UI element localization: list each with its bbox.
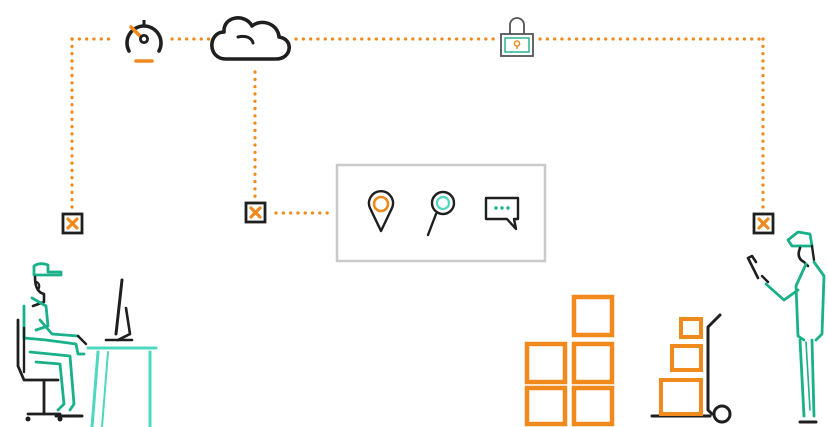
x-node-right	[752, 212, 775, 235]
x-node-left	[61, 212, 84, 235]
speedometer-icon	[125, 20, 163, 63]
cloud-icon	[210, 16, 291, 61]
box	[659, 378, 703, 416]
box	[679, 317, 703, 339]
location-pin-icon	[367, 190, 395, 233]
box	[524, 341, 568, 385]
x-node-center	[244, 201, 267, 224]
magnifier-icon	[426, 190, 456, 237]
stacked-boxes	[524, 294, 615, 427]
worker-at-desk	[16, 262, 158, 427]
dotted-connectors	[70, 37, 765, 215]
box	[670, 344, 703, 372]
box	[571, 341, 615, 385]
chat-bubble-icon	[484, 196, 520, 231]
services-panel	[335, 163, 547, 263]
box	[571, 294, 615, 338]
worker-with-phone	[746, 230, 826, 424]
box	[571, 385, 615, 427]
hand-truck-with-boxes	[650, 313, 732, 424]
box	[524, 385, 568, 427]
padlock-icon	[500, 17, 534, 57]
